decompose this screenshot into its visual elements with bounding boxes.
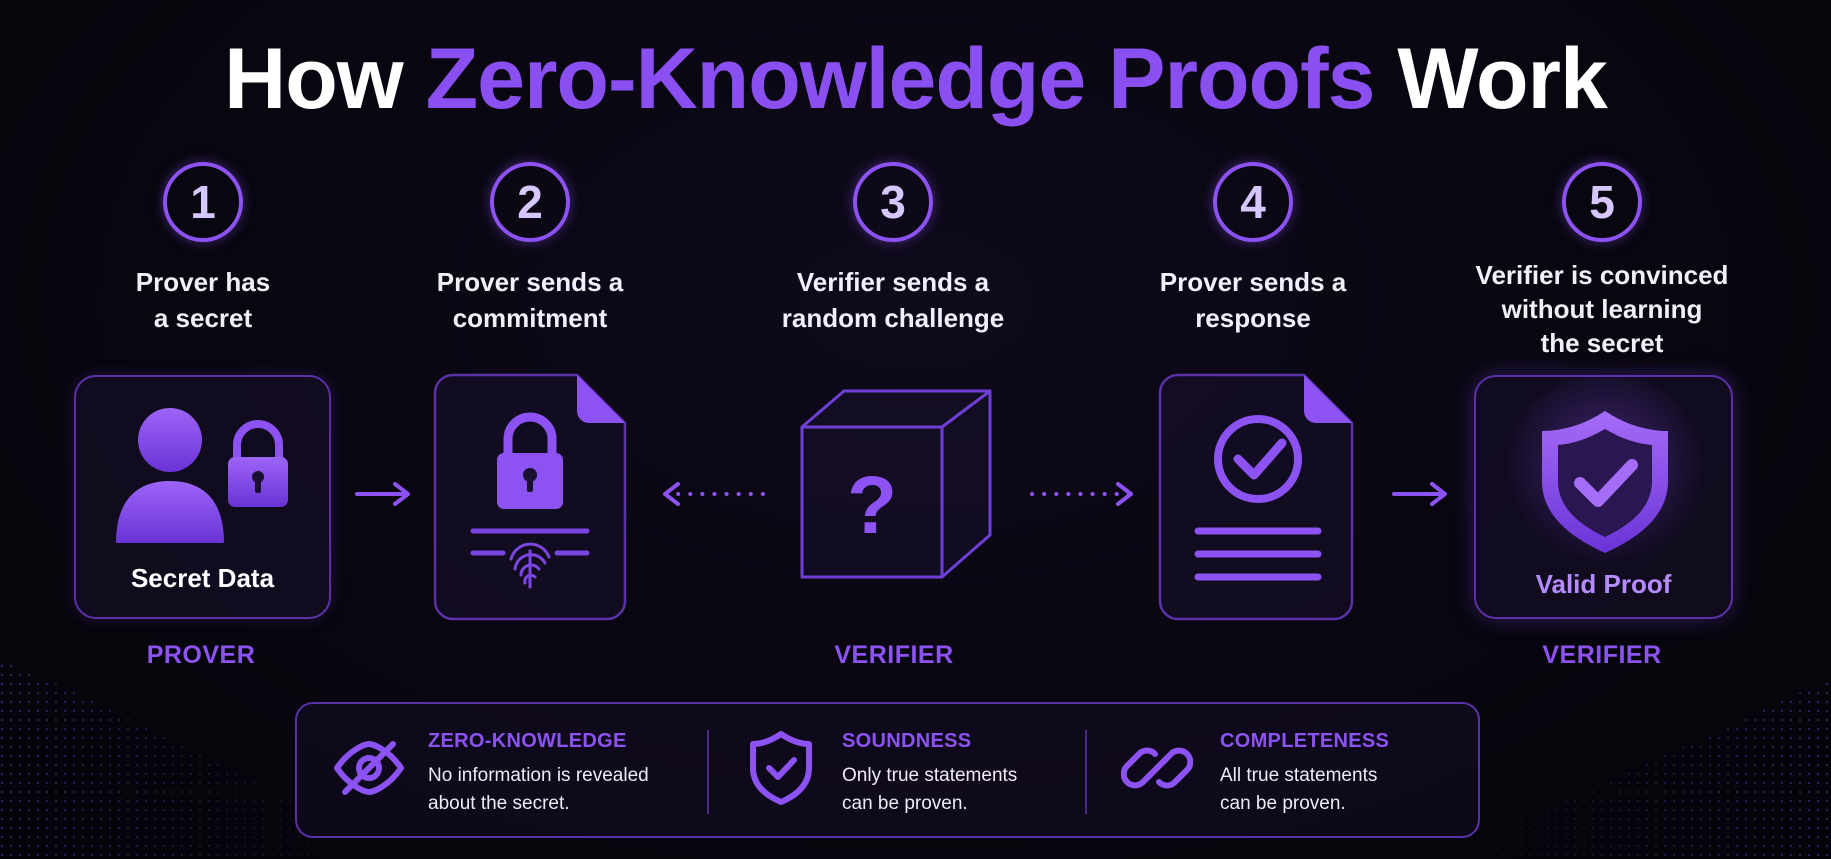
decorative-dots-right <box>1411 619 1831 859</box>
dotted-arrow-right-icon <box>1030 482 1133 506</box>
role-prover: PROVER <box>146 641 256 669</box>
checked-document-icon <box>1158 373 1354 621</box>
page-title: How Zero-Knowledge Proofs Work <box>0 30 1831 129</box>
step-2-line1: Prover sends a <box>436 267 624 297</box>
legend-completeness-line2: can be proven. <box>1220 793 1346 814</box>
eye-slash-icon <box>334 741 404 795</box>
step-5-text: Verifier is convinced without learning t… <box>1452 258 1752 360</box>
step-1-number: 1 <box>163 162 243 242</box>
step-3-text: Verifier sends a random challenge <box>743 264 1043 336</box>
shield-check-icon <box>1505 377 1705 573</box>
step-4-text: Prover sends a response <box>1103 264 1403 336</box>
locked-document-icon <box>433 373 627 621</box>
secret-data-caption: Secret Data <box>130 563 275 593</box>
role-verifier-right: VERIFIER <box>1542 641 1662 669</box>
valid-proof-card: Valid Proof <box>1474 375 1733 619</box>
role-verifier-middle: VERIFIER <box>834 641 954 669</box>
question-cube-icon: ? <box>800 389 992 579</box>
legend-divider <box>1085 730 1087 814</box>
step-5-line2: without learning <box>1501 294 1703 324</box>
step-2-text: Prover sends a commitment <box>380 264 680 336</box>
step-3-line1: Verifier sends a <box>796 267 990 297</box>
legend-title-soundness: SOUNDNESS <box>842 730 972 752</box>
legend-soundness-line1: Only true statements <box>842 765 1018 786</box>
legend-divider <box>707 730 709 814</box>
legend-desc-completeness: All true statements can be proven. <box>1220 762 1480 818</box>
step-3-line2: random challenge <box>781 303 1005 333</box>
arrow-right-icon <box>355 482 410 506</box>
title-part2: Work <box>1374 31 1607 127</box>
step-5-line1: Verifier is convinced <box>1475 260 1729 290</box>
legend-title-completeness: COMPLETENESS <box>1220 730 1390 752</box>
legend-desc-soundness: Only true statements can be proven. <box>842 762 1102 818</box>
step-1-text: Prover has a secret <box>53 264 353 336</box>
user-with-lock-icon <box>116 408 288 543</box>
legend-zk-line2: about the secret. <box>428 793 570 814</box>
title-part1: How <box>224 31 426 127</box>
svg-text:?: ? <box>847 460 897 551</box>
legend-item-soundness: SOUNDNESS Only true statements can be pr… <box>711 704 1091 836</box>
shield-check-icon <box>750 731 812 805</box>
step-2-number: 2 <box>490 162 570 242</box>
legend-item-zero-knowledge: ZERO-KNOWLEDGE No information is reveale… <box>297 704 707 836</box>
step-1-line1: Prover has <box>135 267 271 297</box>
step-4-line2: response <box>1195 303 1311 333</box>
properties-legend: ZERO-KNOWLEDGE No information is reveale… <box>295 702 1480 838</box>
legend-desc-zero-knowledge: No information is revealed about the sec… <box>428 762 688 818</box>
chain-link-icon <box>1121 747 1193 789</box>
step-4-line1: Prover sends a <box>1159 267 1347 297</box>
step-2-line2: commitment <box>452 303 608 333</box>
step-5-line3: the secret <box>1540 328 1664 358</box>
arrow-right-icon <box>1392 482 1447 506</box>
step-4-number: 4 <box>1213 162 1293 242</box>
legend-completeness-line1: All true statements <box>1220 765 1378 786</box>
step-1-line2: a secret <box>153 303 253 333</box>
fingerprint-icon <box>509 542 551 589</box>
step-5-number: 5 <box>1562 162 1642 242</box>
legend-item-completeness: COMPLETENESS All true statements can be … <box>1089 704 1479 836</box>
valid-proof-caption: Valid Proof <box>1535 569 1672 599</box>
legend-title-zero-knowledge: ZERO-KNOWLEDGE <box>428 730 627 752</box>
legend-soundness-line2: can be proven. <box>842 793 968 814</box>
legend-zk-line1: No information is revealed <box>428 765 649 786</box>
prover-card: Secret Data <box>74 375 331 619</box>
step-3-number: 3 <box>853 162 933 242</box>
title-highlight: Zero-Knowledge Proofs <box>425 31 1376 127</box>
dotted-arrow-left-icon <box>663 482 766 506</box>
